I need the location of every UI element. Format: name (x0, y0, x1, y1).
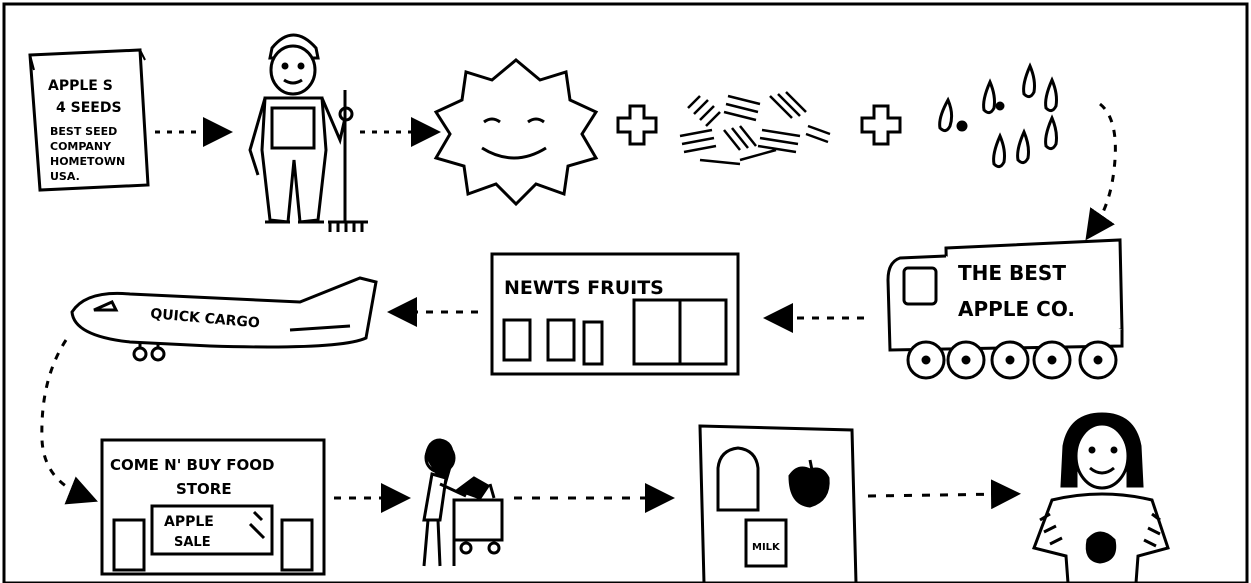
plus-icon (618, 106, 656, 144)
seed-packet-line6: USA. (50, 170, 80, 183)
arrow-groceries-to-eater (868, 494, 1006, 496)
seed-packet-line2: 4 SEEDS (56, 100, 122, 116)
milk-label: MILK (752, 542, 781, 553)
seed-packet: APPLE S 4 SEEDS BEST SEED COMPANY HOMETO… (30, 50, 148, 190)
store-sign-line1: COME N' BUY FOOD (110, 456, 274, 474)
seed-packet-line1: APPLE S (48, 78, 113, 94)
store-window-line2: SALE (174, 535, 211, 550)
arrow-rain-to-truck (1094, 104, 1115, 228)
plus-icon (862, 106, 900, 144)
groceries-board (700, 426, 856, 583)
fruit-market-building (492, 254, 738, 374)
arrow-plane-to-store (42, 340, 84, 496)
truck-text-line2: APPLE CO. (958, 297, 1075, 321)
soil-icon (680, 92, 830, 164)
market-sign: NEWTS FRUITS (504, 277, 664, 299)
seed-packet-line5: HOMETOWN (50, 155, 125, 168)
girl-eating-apple (1034, 414, 1168, 583)
truck-text-line1: THE BEST (958, 261, 1066, 285)
shopper-with-cart (424, 440, 502, 566)
seed-packet-line4: COMPANY (50, 140, 112, 153)
rain-icon (940, 66, 1057, 167)
farmer-figure (250, 35, 368, 232)
store-window-line1: APPLE (164, 514, 214, 530)
sun-icon (436, 60, 596, 204)
seed-packet-line3: BEST SEED (50, 125, 117, 138)
store-sign-line2: STORE (176, 480, 232, 498)
